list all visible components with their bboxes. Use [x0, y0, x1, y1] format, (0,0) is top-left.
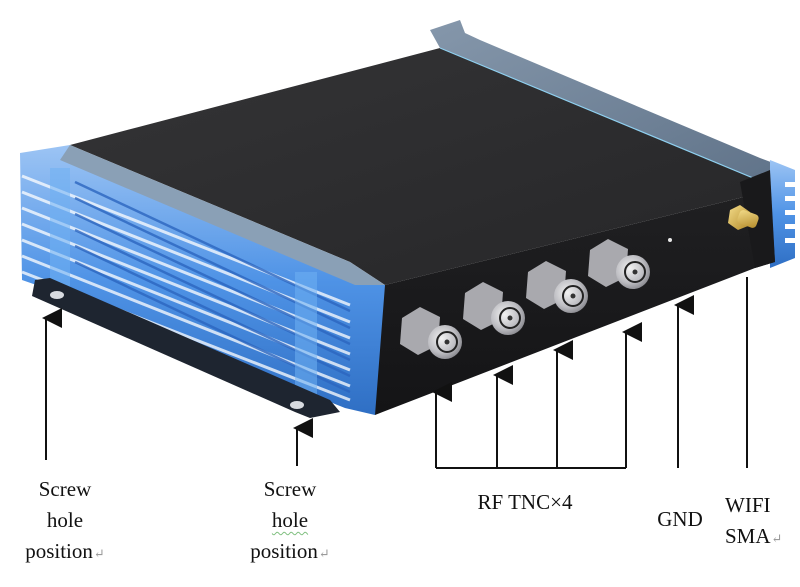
callout-arrows — [42, 277, 748, 469]
label-screw-hole-right: Screw hole position↵ — [240, 474, 340, 569]
screw-hole-left-mark — [50, 291, 64, 299]
rf-tnc-connector-2 — [463, 282, 525, 335]
label-line: SMA↵ — [725, 524, 783, 548]
rf-tnc-connector-3 — [526, 261, 588, 313]
wifi-sma-connector — [728, 205, 759, 230]
paragraph-mark-icon: ↵ — [771, 531, 783, 546]
label-line: WIFI — [725, 493, 771, 517]
label-line: hole — [271, 508, 309, 532]
rf-tnc-connectors — [400, 239, 650, 359]
label-line: position↵ — [25, 539, 105, 563]
label-rf-tnc: RF TNC×4 — [460, 487, 590, 518]
label-line: Screw — [38, 477, 92, 501]
base-flange — [32, 278, 340, 418]
rf-tnc-connector-4 — [588, 239, 650, 289]
label-screw-hole-left: Screw hole position↵ — [22, 474, 108, 569]
label-gnd: GND — [645, 504, 715, 535]
screw-hole-right-mark — [290, 401, 304, 409]
rf-tnc-connector-1 — [400, 307, 462, 359]
paragraph-mark-icon: ↵ — [318, 546, 330, 561]
label-line: RF TNC×4 — [477, 490, 573, 514]
left-heatsink — [20, 145, 385, 415]
top-surface — [70, 48, 770, 285]
label-line: hole — [46, 508, 84, 532]
right-heatsink-fins — [770, 160, 795, 268]
label-line: GND — [657, 507, 703, 531]
rear-end-cap — [430, 20, 792, 185]
gnd-terminal — [668, 238, 672, 242]
label-line: position↵ — [250, 539, 330, 563]
paragraph-mark-icon: ↵ — [93, 546, 105, 561]
label-wifi-sma: WIFI SMA↵ — [725, 490, 800, 554]
label-line: Screw — [263, 477, 317, 501]
